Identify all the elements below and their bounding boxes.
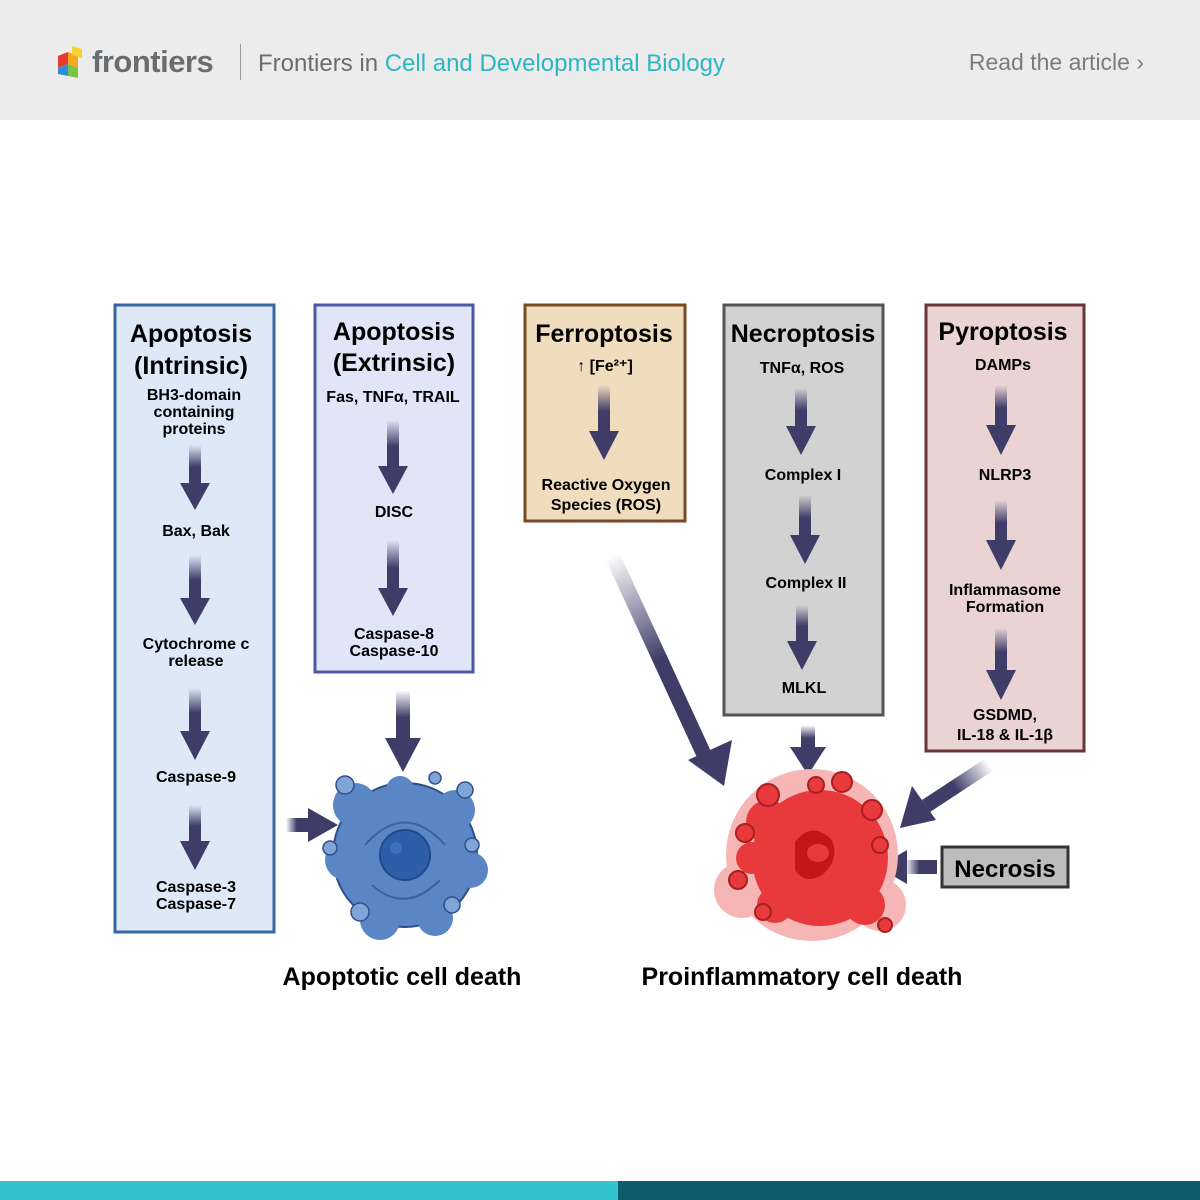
ferroptosis-title: Ferroptosis — [535, 320, 673, 348]
ferroptosis-step-ros-line-2: Species (ROS) — [551, 497, 661, 514]
ferroptosis-source: ↑ [Fe²⁺] — [577, 358, 633, 375]
necroptosis-source: TNFα, ROS — [760, 360, 845, 377]
apoptosis-extrinsic-box: Apoptosis (Extrinsic) Fas, TNFα, TRAIL D… — [313, 303, 475, 674]
ferroptosis-box: Ferroptosis ↑ [Fe²⁺] Reactive Oxygen Spe… — [523, 303, 687, 523]
down-arrow-icon — [986, 385, 1016, 455]
apoptosis-intrinsic-box: Apoptosis (Intrinsic) BH3-domain contain… — [113, 303, 276, 934]
header-bar: frontiers Frontiers in Cell and Developm… — [0, 0, 1200, 120]
intrinsic-to-apoptotic-arrow-icon — [286, 808, 338, 842]
journal-title[interactable]: Frontiers in Cell and Developmental Biol… — [258, 50, 725, 78]
necroptosis-step-complex-2: Complex II — [766, 575, 847, 592]
intrinsic-step-cytochrome-line-2: release — [168, 653, 223, 670]
read-article-link[interactable]: Read the article › — [968, 49, 1144, 75]
pyroptosis-to-inflammatory-arrow-icon — [900, 758, 994, 828]
footer-stripe-dark — [618, 1181, 1200, 1200]
intrinsic-step-caspase-9: Caspase-9 — [156, 769, 236, 786]
brand-name[interactable]: frontiers — [92, 44, 214, 79]
necroptosis-step-complex-1: Complex I — [765, 467, 841, 484]
down-arrow-icon — [378, 420, 408, 494]
journal-name: Cell and Developmental Biology — [384, 50, 725, 77]
down-arrow-icon — [790, 495, 820, 564]
pyroptosis-step-nlrp3: NLRP3 — [979, 467, 1032, 484]
down-arrow-icon — [180, 555, 210, 625]
pyroptosis-step-inflammasome-line-2: Formation — [966, 599, 1044, 616]
necroptosis-step-mlkl: MLKL — [782, 680, 827, 697]
down-arrow-icon — [180, 805, 210, 870]
extrinsic-to-apoptotic-arrow-icon — [385, 690, 421, 772]
intrinsic-source-line-2: containing — [154, 404, 235, 421]
extrinsic-step-disc: DISC — [375, 504, 414, 521]
necrosis-box-frame — [940, 845, 1070, 889]
down-arrow-icon — [378, 540, 408, 616]
intrinsic-source-line-1: BH3-domain — [147, 387, 241, 404]
extrinsic-title-line-2: (Extrinsic) — [333, 349, 455, 377]
ferroptosis-to-inflammatory-arrow-icon — [605, 552, 732, 786]
proinflammatory-caption: Proinflammatory cell death — [642, 963, 963, 991]
pyroptosis-step-interleukins: IL-18 & IL-1β — [957, 727, 1053, 744]
down-arrow-icon — [986, 500, 1016, 570]
journal-prefix: Frontiers in — [258, 50, 379, 77]
necroptosis-box: Necroptosis TNFα, ROS Complex I Complex … — [722, 303, 885, 717]
extrinsic-step-caspase-10: Caspase-10 — [350, 643, 439, 660]
intrinsic-step-cytochrome-line-1: Cytochrome c — [143, 636, 250, 653]
necroptosis-title: Necroptosis — [731, 320, 875, 348]
necrosis-box: Necrosis — [940, 845, 1070, 889]
down-arrow-icon — [986, 628, 1016, 700]
down-arrow-icon — [787, 605, 817, 670]
apoptotic-cell-icon — [322, 771, 488, 940]
pyroptosis-box: Pyroptosis DAMPs NLRP3 Inflammasome Form… — [924, 303, 1086, 753]
pyroptosis-title: Pyroptosis — [938, 318, 1067, 346]
necrosis-label: Necrosis — [954, 856, 1055, 883]
intrinsic-title-line-1: Apoptosis — [130, 320, 252, 348]
extrinsic-source: Fas, TNFα, TRAIL — [326, 389, 460, 406]
intrinsic-title-line-2: (Intrinsic) — [134, 352, 248, 380]
proinflammatory-cell-icon — [714, 769, 906, 941]
down-arrow-icon — [589, 385, 619, 460]
pyroptosis-source: DAMPs — [975, 357, 1031, 374]
down-arrow-icon — [180, 445, 210, 510]
intrinsic-step-caspase-7: Caspase-7 — [156, 896, 236, 913]
intrinsic-step-caspase-3: Caspase-3 — [156, 879, 236, 896]
apoptotic-caption: Apoptotic cell death — [283, 963, 522, 991]
extrinsic-step-caspase-8: Caspase-8 — [354, 626, 434, 643]
down-arrow-icon — [786, 388, 816, 455]
header-divider — [240, 44, 241, 80]
necroptosis-to-inflammatory-arrow-icon — [790, 725, 826, 775]
ferroptosis-step-ros-line-1: Reactive Oxygen — [542, 477, 671, 494]
footer-stripe-teal — [0, 1181, 618, 1200]
intrinsic-source-line-3: proteins — [162, 421, 225, 438]
frontiers-logo-icon — [58, 46, 82, 78]
pyroptosis-step-inflammasome-line-1: Inflammasome — [949, 582, 1061, 599]
extrinsic-title-line-1: Apoptosis — [333, 318, 455, 346]
intrinsic-step-bax-bak: Bax, Bak — [162, 523, 230, 540]
down-arrow-icon — [180, 688, 210, 760]
pyroptosis-step-gsdmd: GSDMD, — [973, 707, 1037, 724]
